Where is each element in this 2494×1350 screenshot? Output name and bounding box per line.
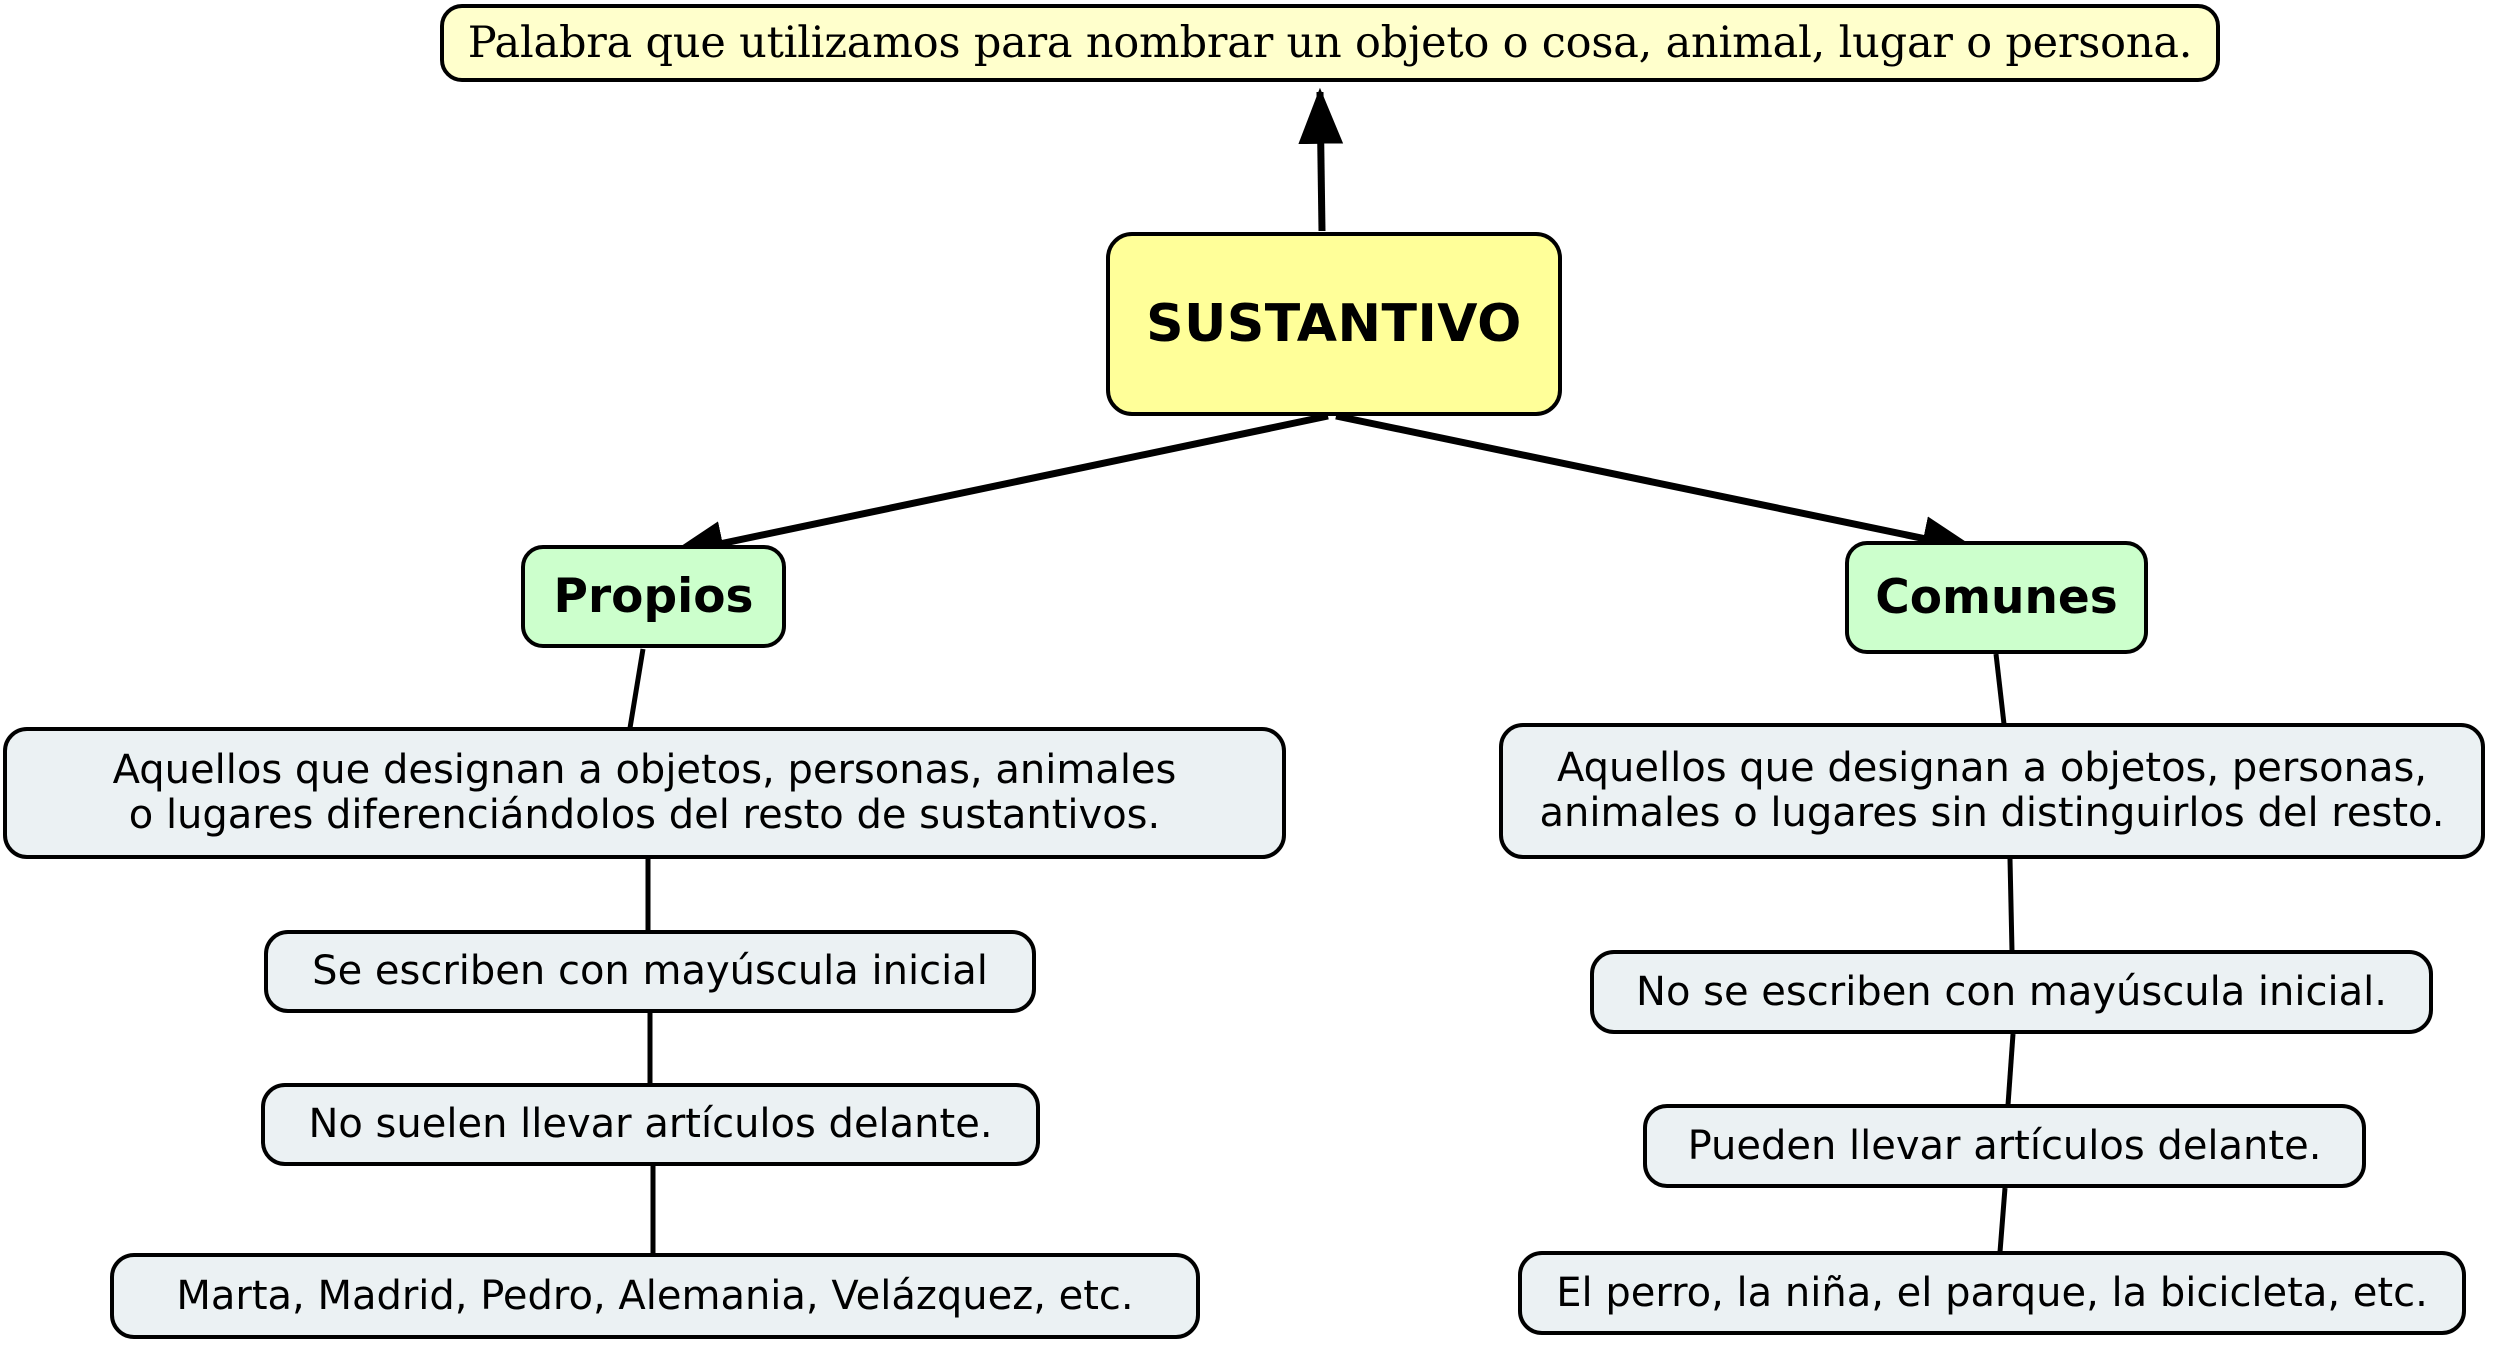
node-propios-articulos-label: No suelen llevar artículos delante. <box>308 1101 993 1148</box>
node-comunes-ejemplos[interactable]: El perro, la niña, el parque, la bicicle… <box>1518 1251 2466 1335</box>
edge-root-to-definition <box>1298 87 1344 232</box>
node-comunes-mayuscula-label: No se escriben con mayúscula inicial. <box>1636 968 2387 1015</box>
node-sustantivo-label: SUSTANTIVO <box>1146 294 1522 354</box>
node-propios-articulos[interactable]: No suelen llevar artículos delante. <box>261 1083 1040 1166</box>
node-comunes-ejemplos-label: El perro, la niña, el parque, la bicicle… <box>1556 1269 2428 1316</box>
edge-root-to-propios <box>667 412 1329 566</box>
node-comunes-description-label: Aquellos que designan a objetos, persona… <box>1539 745 2445 836</box>
node-propios-label: Propios <box>553 569 754 624</box>
node-comunes[interactable]: Comunes <box>1845 541 2148 654</box>
node-comunes-mayuscula[interactable]: No se escriben con mayúscula inicial. <box>1590 950 2433 1034</box>
node-propios-description-label: Aquellos que designan a objetos, persona… <box>112 747 1177 838</box>
node-propios[interactable]: Propios <box>521 545 786 648</box>
node-definition[interactable]: Palabra que utilizamos para nombrar un o… <box>440 4 2220 82</box>
edge-root-to-comunes <box>1335 412 1979 561</box>
node-propios-ejemplos[interactable]: Marta, Madrid, Pedro, Alemania, Velázque… <box>110 1253 1200 1339</box>
node-comunes-articulos-label: Pueden llevar artículos delante. <box>1687 1122 2322 1169</box>
edge-articulos-to-ejemplos-comunes <box>1997 1187 2008 1253</box>
edge-propios-to-description <box>627 648 646 729</box>
edge-description-to-mayuscula-comunes <box>2007 858 2015 952</box>
node-propios-ejemplos-label: Marta, Madrid, Pedro, Alemania, Velázque… <box>176 1272 1134 1319</box>
edge-comunes-to-description <box>1993 653 2007 725</box>
node-propios-mayuscula-label: Se escriben con mayúscula inicial <box>312 948 988 995</box>
edge-mayuscula-to-articulos-comunes <box>2005 1033 2016 1106</box>
node-comunes-description[interactable]: Aquellos que designan a objetos, persona… <box>1499 723 2485 859</box>
node-propios-mayuscula[interactable]: Se escriben con mayúscula inicial <box>264 930 1036 1013</box>
node-comunes-articulos[interactable]: Pueden llevar artículos delante. <box>1643 1104 2366 1188</box>
node-propios-description[interactable]: Aquellos que designan a objetos, persona… <box>3 727 1286 859</box>
node-definition-label: Palabra que utilizamos para nombrar un o… <box>467 18 2193 68</box>
node-sustantivo[interactable]: SUSTANTIVO <box>1106 232 1562 416</box>
node-comunes-label: Comunes <box>1875 570 2118 625</box>
